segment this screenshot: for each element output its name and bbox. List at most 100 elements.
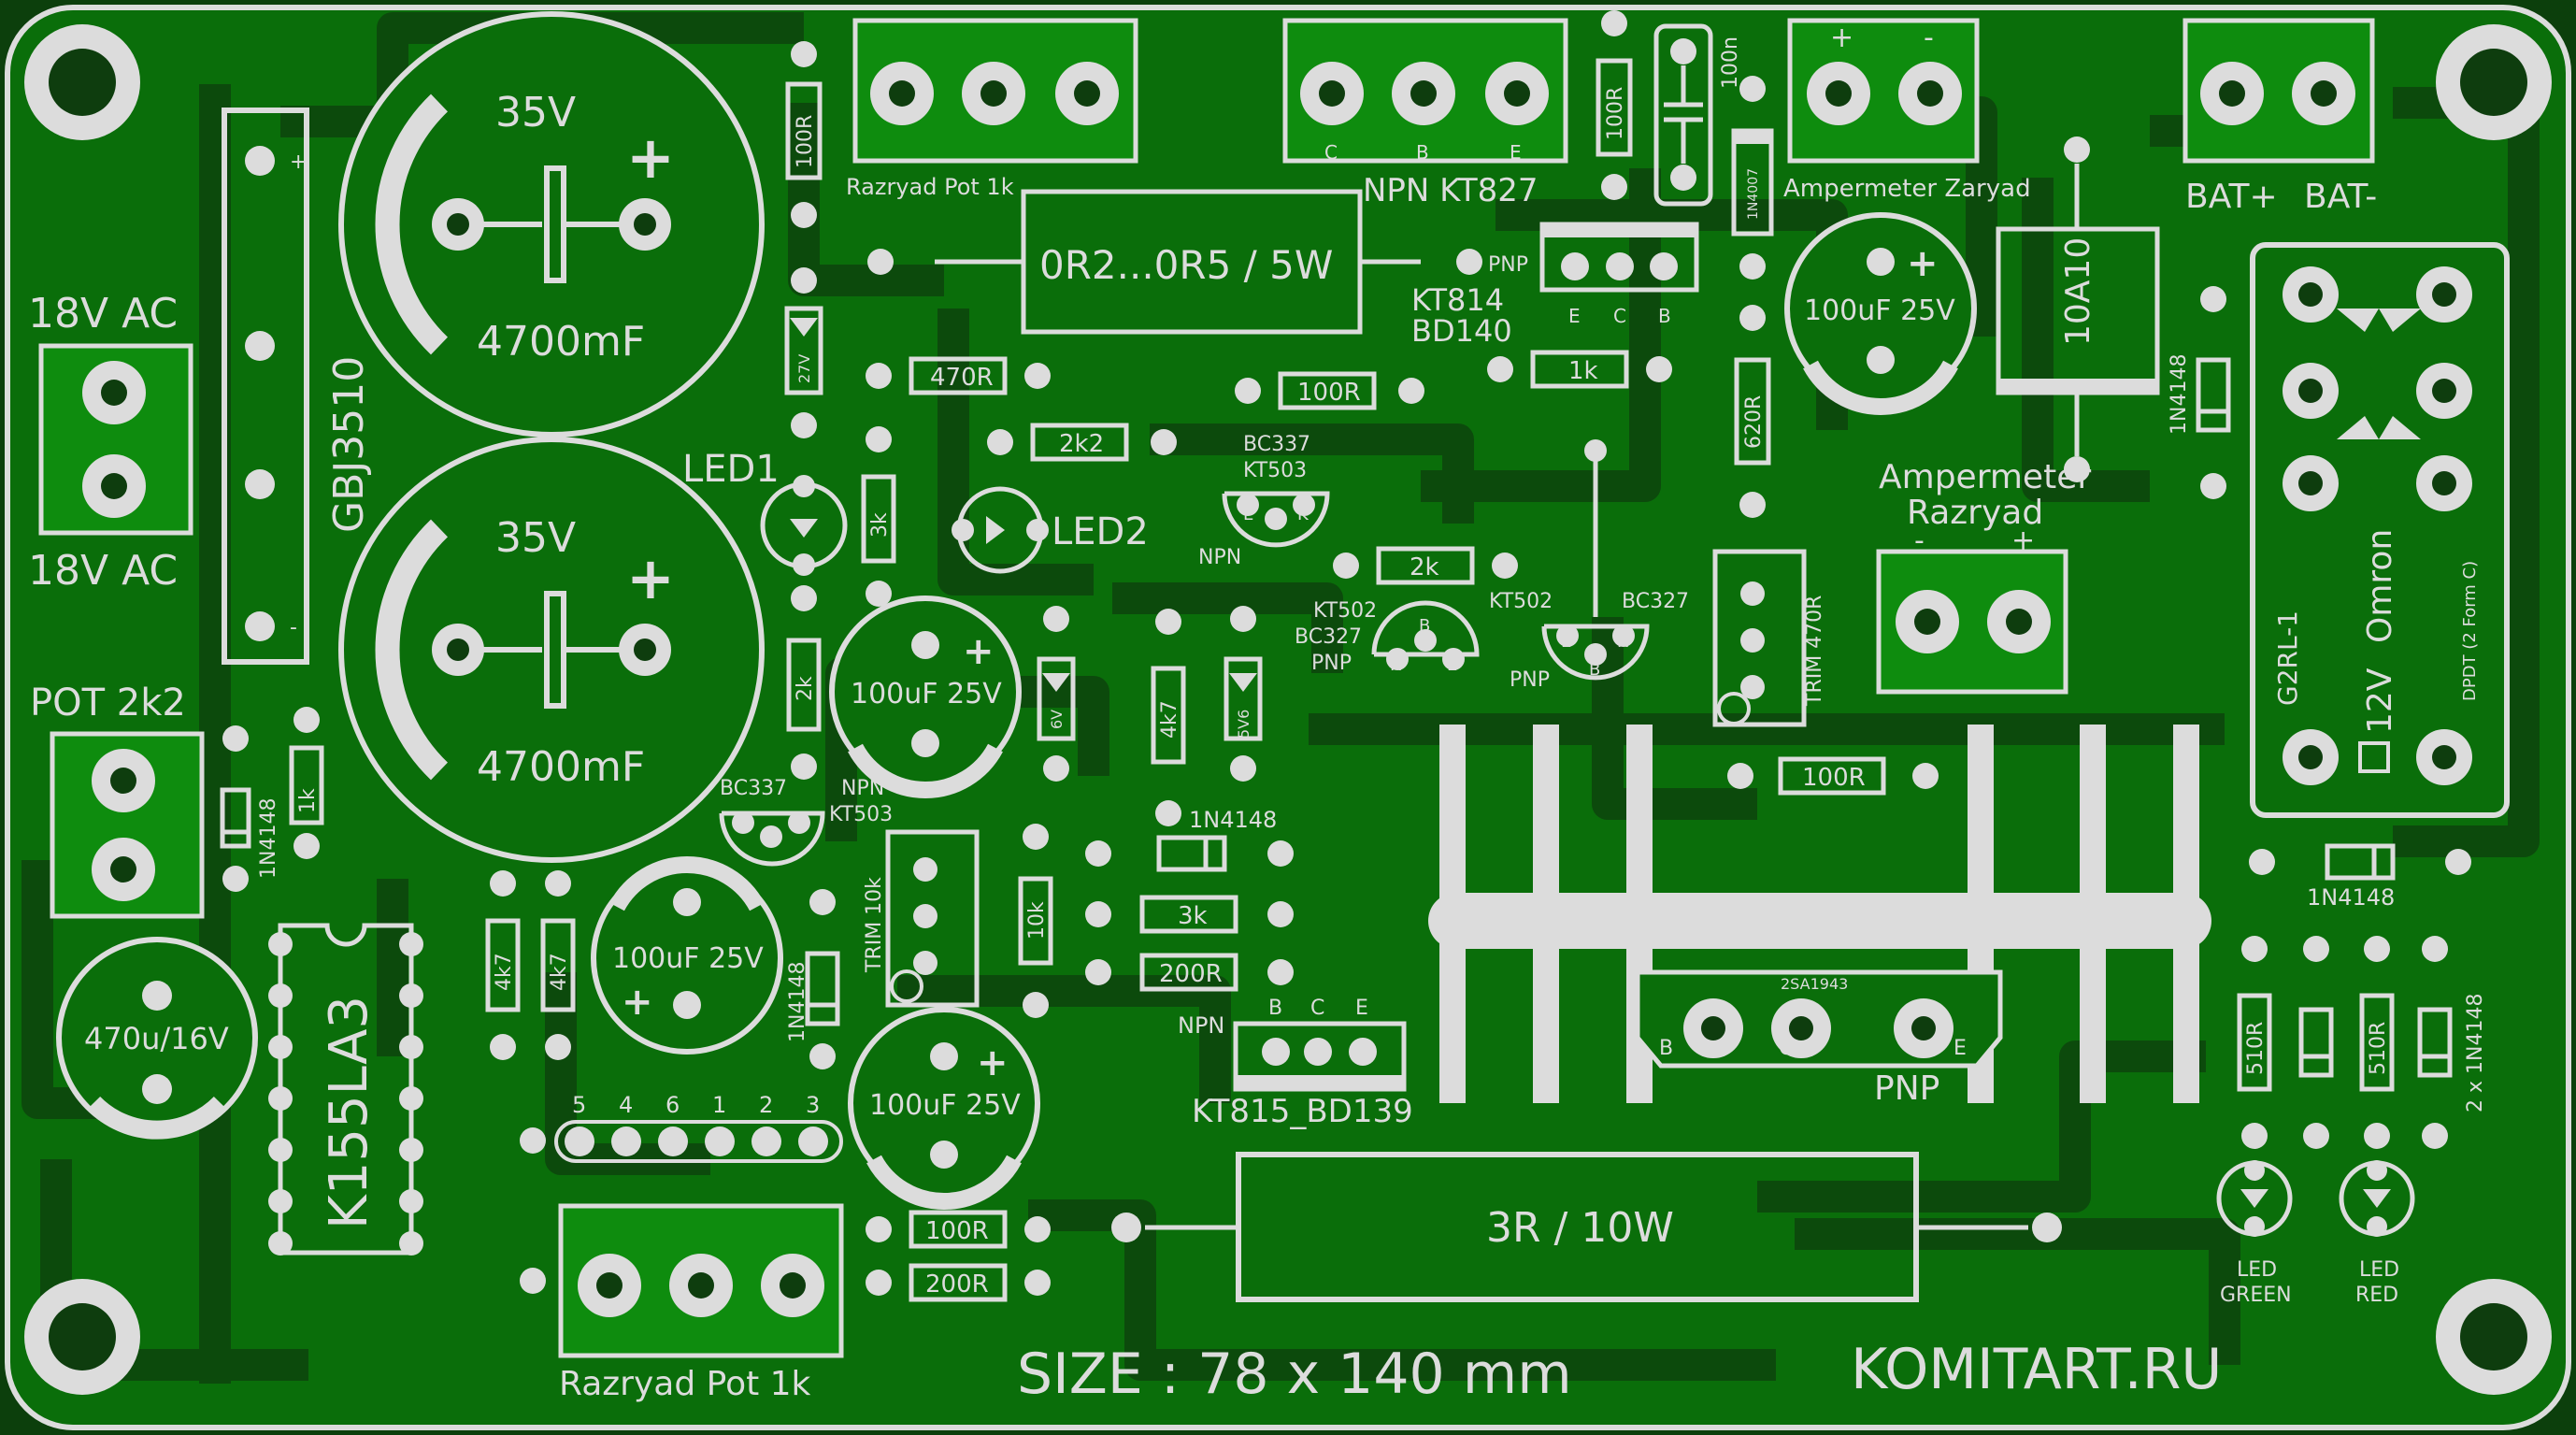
zener27-label: 27V [795, 354, 813, 383]
kt815-pin-e: E [1355, 997, 1368, 1020]
r1k-left-label: 1k [296, 788, 320, 813]
cap2-capacitance: 4700mF [477, 743, 645, 791]
r4k7b-label: 4k7 [548, 953, 571, 991]
bc337a-pin-b: B [764, 831, 775, 851]
transistor-kt502-left [1371, 600, 1480, 670]
resistor-100r-right [1727, 756, 1939, 796]
kt815-pin-b: B [1268, 997, 1282, 1020]
cap1-voltage: 35V [495, 89, 576, 136]
resistor-100r-h [1235, 371, 1424, 410]
pad-kt502 [1584, 439, 1607, 462]
kt814-pin-c: C [1613, 305, 1626, 327]
pin-header [520, 1120, 843, 1294]
relay-brand-label: Omron [2361, 529, 2399, 643]
ic-label: K155LA3 [319, 996, 379, 1229]
transistor-kt815 [1233, 1021, 1407, 1092]
svg-text:1: 1 [712, 1092, 726, 1118]
cap2-voltage: 35V [495, 514, 576, 562]
bat-plus-label: BAT+ [2185, 178, 2278, 216]
r4k7a-label: 4k7 [493, 953, 516, 991]
kt827-pin-e: E [1510, 141, 1522, 164]
ic-k155la3 [268, 923, 423, 1256]
trim470-label: TRIM 470R [1803, 596, 1826, 707]
diode-10a10 [1996, 136, 2160, 482]
bc327a-label: BC327 [1295, 625, 1362, 649]
cap100b-label: 100uF 25V [869, 1089, 1021, 1122]
r100r-right-label: 100R [1802, 764, 1866, 792]
svg-text:5: 5 [572, 1092, 586, 1118]
r100r-vert-top-label: 100R [1604, 87, 1627, 140]
relay-type-label: DPDT (2 Form C) [2460, 561, 2480, 701]
kt827-terminal [1282, 18, 1568, 164]
led1-label: LED1 [682, 448, 780, 491]
r3k-vert-label: 3k [868, 512, 892, 538]
zener6v-label: 6V [1048, 710, 1066, 729]
npn-b-label: NPN [1198, 546, 1241, 569]
cap470-label: 470u/16V [84, 1021, 229, 1056]
svg-text:+: + [963, 630, 995, 673]
bc337b-label: BC337 [1243, 433, 1310, 456]
ac-input-terminal [38, 343, 193, 536]
zener5v6-label: 5V6 [1235, 710, 1252, 739]
bridge-minus-label: - [290, 616, 297, 639]
kt502a-pin-b: B [1419, 616, 1430, 636]
svg-text:2: 2 [759, 1092, 773, 1118]
zener-6v [1037, 606, 1076, 782]
bd140-label: BD140 [1411, 313, 1512, 349]
kt502b-pin-k: K [1617, 632, 1629, 652]
led-resistors [2237, 936, 2453, 1149]
pin-header-labels: 5 4 6 1 2 3 [572, 1092, 820, 1118]
resistor-2k2 [987, 423, 1177, 462]
d2x-label: 2 x 1N4148 [2464, 994, 2487, 1112]
r100r-top-label: 100R [794, 115, 817, 168]
capacitor-100n [1653, 23, 1713, 207]
d1n4148-stack-label: 1N4148 [1189, 807, 1277, 833]
kt503b-label: KT503 [1243, 459, 1307, 482]
heatsink [1428, 725, 2211, 1103]
kt814-label: KT814 [1411, 282, 1504, 318]
svg-text:+: + [626, 123, 675, 192]
resistor-4k7-center [1151, 609, 1186, 826]
r200r-bottom-label: 200R [925, 1270, 989, 1299]
kt502b-label: KT502 [1489, 590, 1553, 613]
trim10k-label: TRIM 10k [863, 877, 886, 973]
transistor-bc337-left [719, 811, 825, 867]
amp-zaryad-label: Ampermeter Zaryad [1783, 175, 2031, 203]
diode-1n4148-mid [805, 889, 840, 1069]
amp-razryad-terminal [1876, 549, 2068, 695]
bridge-plus-label: + [290, 151, 307, 174]
resistor-4k7-pair [485, 870, 576, 1060]
resistors-bottom [866, 1210, 1051, 1302]
amp-razryad-minus: - [1914, 524, 1925, 557]
led1 [760, 475, 848, 576]
mounting-holes [24, 24, 2552, 1395]
bc337b-pin-k: K [1297, 505, 1309, 524]
relay-g2rl [2250, 242, 2510, 818]
trim-470r [1712, 549, 1807, 727]
resistor-3k-vert [861, 426, 896, 607]
transistor-bc337-right [1222, 491, 1330, 548]
kt502b-pin-e: E [1561, 632, 1571, 652]
resistor-2k-vert [786, 585, 822, 780]
svg-text:-: - [1924, 22, 1934, 54]
pot2k2-label: POT 2k2 [30, 682, 186, 725]
brand-label: KOMITART.RU [1851, 1337, 2222, 1402]
razryad-pot-top-terminal [852, 18, 1138, 164]
kt502a-pin-k: K [1390, 655, 1402, 675]
svg-text:+: + [1830, 22, 1853, 54]
cap1-capacitance: 4700mF [477, 318, 645, 366]
kt815-label: KT815_BD139 [1192, 1093, 1413, 1130]
razryad-pot-bottom-terminal [558, 1203, 844, 1358]
copper-traces [21, 12, 2540, 1384]
capacitor-100uf-c: + [591, 856, 783, 1055]
kt502b-pin-b: B [1589, 660, 1600, 680]
pot2k2-terminal [50, 731, 205, 919]
cap100d-label: 100uF 25V [1804, 294, 1955, 327]
relay-voltage-label: 12V [2361, 667, 2399, 734]
transistor-2sa1943 [1635, 969, 2003, 1069]
kt815-pin-c: C [1310, 997, 1324, 1020]
amp-razryad-label-2: Razryad [1907, 494, 2043, 532]
led2 [952, 486, 1049, 574]
res5w-label: 0R2...0R5 / 5W [1039, 242, 1333, 288]
